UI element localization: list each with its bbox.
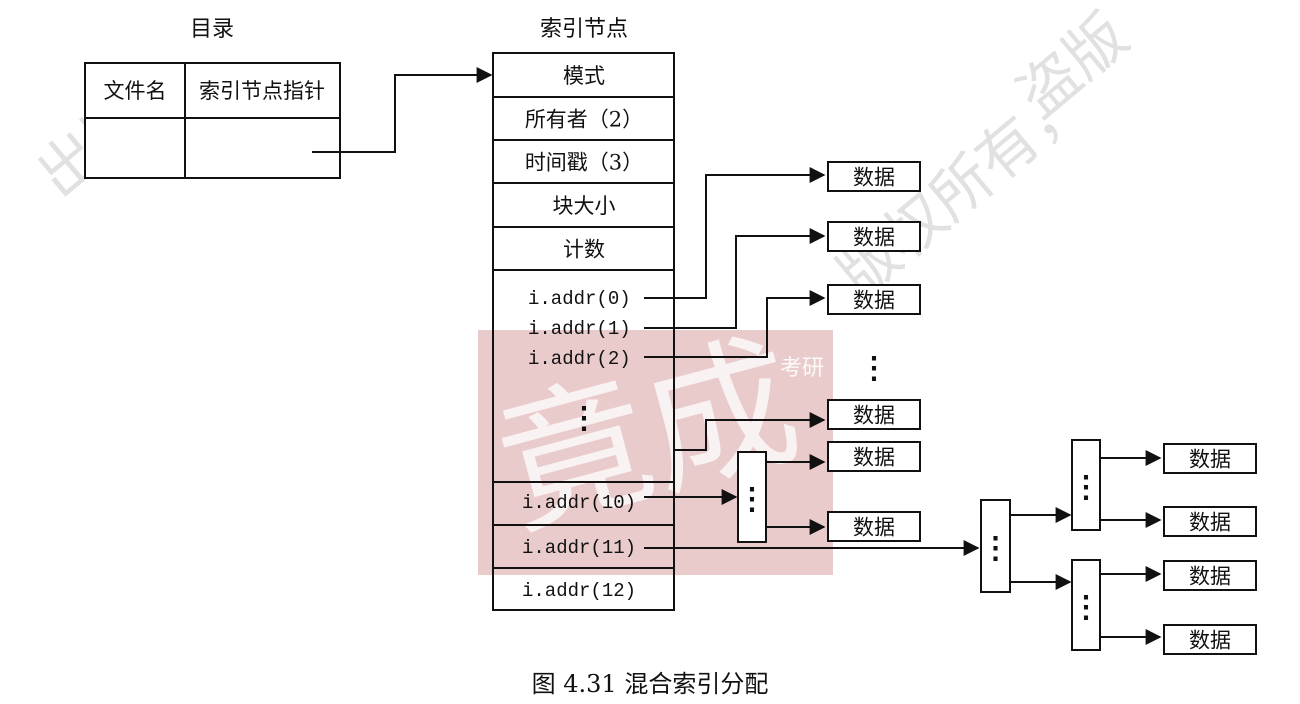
inode-addr: i.addr(10) bbox=[522, 492, 636, 514]
inode-field: 计数 bbox=[563, 238, 605, 262]
data-block bbox=[827, 284, 921, 315]
data-block-label: 数据 bbox=[853, 446, 895, 470]
data-block bbox=[1163, 624, 1257, 655]
directory-table bbox=[84, 62, 341, 179]
data-block-label: 数据 bbox=[853, 289, 895, 313]
inode-field: 时间戳（3） bbox=[525, 151, 643, 175]
inode-field: 模式 bbox=[563, 64, 605, 88]
data-block bbox=[827, 511, 921, 542]
data-block-label: 数据 bbox=[1189, 511, 1231, 535]
figure-caption: 图 4.31 混合索引分配 bbox=[532, 670, 769, 698]
inode-ellipsis: ⋮ bbox=[569, 401, 599, 436]
connector-line bbox=[644, 290, 826, 358]
inode-addr: i.addr(11) bbox=[522, 537, 636, 559]
inode-addr: i.addr(12) bbox=[522, 580, 636, 602]
data-block-label: 数据 bbox=[1189, 565, 1231, 589]
data-block-label: 数据 bbox=[1189, 448, 1231, 472]
header-inode-pointer: 索引节点指针 bbox=[199, 79, 325, 103]
index-block bbox=[980, 499, 1011, 593]
index-block-ellipsis: ⋮ bbox=[1071, 590, 1101, 625]
data-ellipsis: ⋮ bbox=[859, 351, 889, 386]
data-block bbox=[827, 161, 921, 192]
data-block bbox=[1163, 560, 1257, 591]
index-block bbox=[1071, 559, 1101, 651]
connector-line bbox=[312, 67, 493, 153]
data-block-label: 数据 bbox=[853, 404, 895, 428]
connector-line bbox=[644, 228, 826, 329]
data-block bbox=[827, 399, 921, 430]
index-block bbox=[737, 451, 767, 543]
connector-line bbox=[674, 412, 826, 451]
data-block bbox=[827, 441, 921, 472]
data-block-label: 数据 bbox=[853, 516, 895, 540]
inode-addr: i.addr(2) bbox=[528, 348, 631, 370]
data-block bbox=[1163, 443, 1257, 474]
inode-addr: i.addr(0) bbox=[528, 288, 631, 310]
inode-title: 索引节点 bbox=[540, 17, 628, 42]
directory-title: 目录 bbox=[190, 17, 234, 42]
index-block bbox=[1071, 439, 1101, 531]
inode-box bbox=[492, 52, 675, 611]
header-filename: 文件名 bbox=[104, 79, 167, 103]
data-block-label: 数据 bbox=[853, 226, 895, 250]
index-block-ellipsis: ⋮ bbox=[1071, 470, 1101, 505]
data-block bbox=[827, 221, 921, 252]
data-block-label: 数据 bbox=[853, 166, 895, 190]
inode-field: 块大小 bbox=[553, 194, 616, 218]
data-block-label: 数据 bbox=[1189, 629, 1231, 653]
index-block-ellipsis: ⋮ bbox=[737, 482, 767, 517]
svg-text:考研: 考研 bbox=[780, 356, 824, 381]
inode-field: 所有者（2） bbox=[525, 108, 643, 132]
connector-line bbox=[644, 167, 826, 299]
inode-addr: i.addr(1) bbox=[528, 318, 631, 340]
data-block bbox=[1163, 506, 1257, 537]
index-block-ellipsis: ⋮ bbox=[981, 531, 1011, 566]
